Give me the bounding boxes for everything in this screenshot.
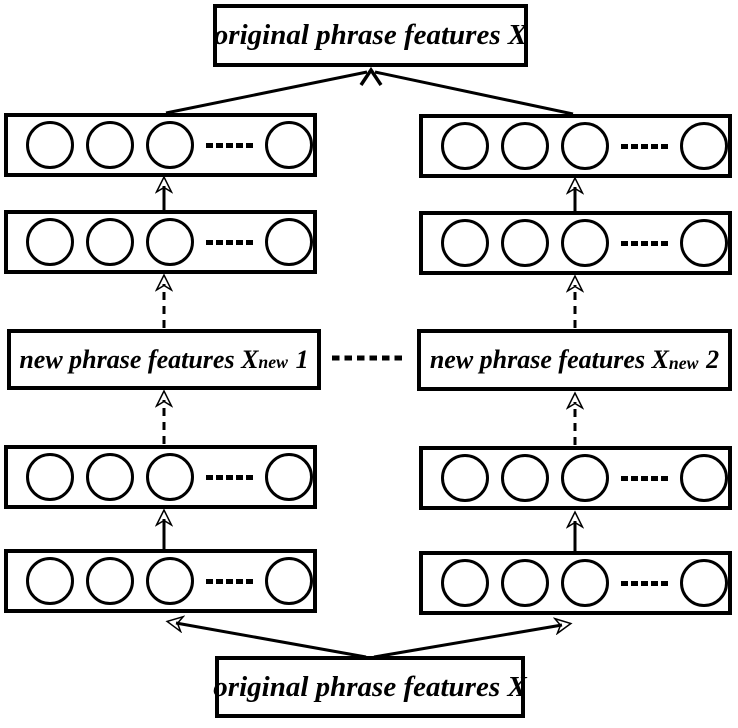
neuron-layer-box: [419, 114, 732, 178]
right-branch-label-subscript: new: [668, 352, 699, 373]
ellipsis-dashes: [621, 580, 668, 586]
neuron-circle: [680, 454, 728, 502]
bottom-split-arrows: [176, 623, 562, 659]
ellipsis-dashes: [621, 475, 668, 481]
bottom-original-features-box: original phrase features X: [213, 656, 527, 718]
diagonal-up-left-arrow: [176, 623, 367, 659]
neuron-layer-box: [419, 551, 732, 615]
neuron-circle: [86, 453, 134, 501]
neuron-circle: [146, 121, 194, 169]
neuron-circle: [265, 453, 313, 501]
neuron-circle: [265, 121, 313, 169]
left-branch-label-index: 1: [295, 344, 309, 374]
diagonal-up-right-arrow: [373, 625, 562, 659]
neuron-circle: [265, 218, 313, 266]
top-original-features-label: original phrase features X: [213, 19, 528, 51]
neuron-circle: [441, 559, 489, 607]
ellipsis-dashes: [206, 239, 253, 245]
left-branch-label-subscript: new: [258, 352, 288, 373]
neuron-circle: [146, 557, 194, 605]
neuron-circle: [265, 557, 313, 605]
neuron-circle: [86, 557, 134, 605]
right-branch-label-prefix: new phrase features X: [429, 345, 669, 374]
neuron-circle: [680, 122, 728, 170]
arrowhead-up-icon: [359, 66, 383, 86]
bottom-original-features-label: original phrase features X: [213, 670, 527, 703]
neuron-layer-box: [4, 549, 317, 613]
neuron-circle: [561, 559, 609, 607]
neuron-circle: [501, 559, 549, 607]
left-branch-label-prefix: new phrase features X: [19, 344, 259, 374]
ellipsis-dashes: [621, 240, 668, 246]
neuron-circle: [501, 122, 549, 170]
neuron-circle: [561, 122, 609, 170]
neuron-circle: [501, 219, 549, 267]
neuron-circle: [441, 454, 489, 502]
neuron-circle: [26, 453, 74, 501]
neuron-circle: [146, 453, 194, 501]
neuron-circle: [86, 121, 134, 169]
neuron-circle: [441, 122, 489, 170]
ellipsis-dashes: [621, 143, 668, 149]
neuron-layer-box: [4, 445, 317, 509]
neuron-circle: [561, 219, 609, 267]
neuron-circle: [146, 218, 194, 266]
neuron-circle: [680, 219, 728, 267]
neuron-layer-box: [419, 446, 732, 510]
neuron-layer-box: [4, 113, 317, 177]
neuron-circle: [441, 219, 489, 267]
neuron-circle: [26, 218, 74, 266]
ellipsis-dashes: [206, 142, 253, 148]
ellipsis-dashes: [206, 578, 253, 584]
neuron-layer-box: [419, 211, 732, 275]
neuron-circle: [26, 121, 74, 169]
top-original-features-box: original phrase features X: [213, 4, 528, 67]
top-merge-arrow: [165, 66, 574, 116]
ellipsis-dashes: [206, 474, 253, 480]
neuron-circle: [501, 454, 549, 502]
neuron-circle: [680, 559, 728, 607]
neuron-circle: [86, 218, 134, 266]
neuron-circle: [561, 454, 609, 502]
neuron-circle: [26, 557, 74, 605]
neuron-layer-box: [4, 210, 317, 274]
right-branch-label-index: 2: [706, 345, 720, 374]
